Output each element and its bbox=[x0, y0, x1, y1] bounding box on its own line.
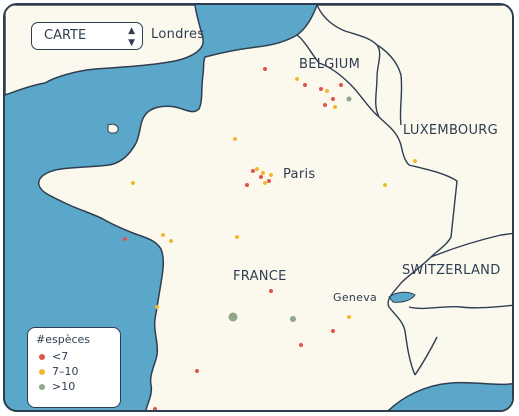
border-belgium-france bbox=[296, 34, 380, 118]
map-point[interactable] bbox=[245, 183, 249, 187]
points-7-10 bbox=[131, 77, 417, 319]
border-switzerland-north bbox=[430, 232, 512, 258]
label-londres: Londres bbox=[151, 27, 205, 42]
map-point[interactable] bbox=[131, 181, 135, 185]
map-frame[interactable]: CARTE ▲▼ Londres BELGIUM LUXEMBOURG Pari… bbox=[3, 3, 514, 412]
legend-item-label: <7 bbox=[52, 350, 69, 363]
select-arrows-icon: ▲▼ bbox=[128, 26, 135, 48]
legend-item: <7 bbox=[36, 349, 112, 364]
legend-item-label: 7–10 bbox=[52, 365, 79, 378]
map-point[interactable] bbox=[123, 237, 127, 241]
map-point[interactable] bbox=[303, 83, 307, 87]
legend-dot-icon bbox=[39, 383, 45, 390]
map-point[interactable] bbox=[269, 173, 273, 177]
map-point[interactable] bbox=[155, 305, 159, 309]
map-point[interactable] bbox=[299, 343, 303, 347]
label-belgium: BELGIUM bbox=[299, 57, 361, 72]
points-lt7 bbox=[123, 67, 343, 411]
border-france-switzerland bbox=[387, 256, 432, 376]
map-point[interactable] bbox=[169, 239, 173, 243]
england-landmass bbox=[5, 5, 204, 96]
legend-items: <7 7–10 >10 bbox=[36, 349, 112, 394]
map-select-value: CARTE bbox=[44, 28, 87, 43]
map-point[interactable] bbox=[413, 159, 417, 163]
map-point[interactable] bbox=[346, 96, 352, 102]
border-italy bbox=[414, 336, 438, 376]
map-point[interactable] bbox=[323, 103, 327, 107]
legend-item-label: >10 bbox=[52, 380, 76, 393]
channel-island bbox=[107, 123, 119, 134]
mediterranean-sea bbox=[388, 381, 512, 410]
map-point[interactable] bbox=[331, 329, 335, 333]
label-geneva: Geneva bbox=[333, 291, 378, 304]
map-point[interactable] bbox=[228, 312, 238, 322]
map-point[interactable] bbox=[333, 105, 337, 109]
map-point[interactable] bbox=[233, 137, 237, 141]
map-point[interactable] bbox=[153, 407, 157, 411]
legend-item: 7–10 bbox=[36, 364, 112, 379]
legend-item: >10 bbox=[36, 379, 112, 394]
map-point[interactable] bbox=[161, 233, 165, 237]
points-gt10 bbox=[228, 96, 352, 322]
map-point[interactable] bbox=[295, 77, 299, 81]
map-point[interactable] bbox=[195, 369, 199, 373]
legend: #espèces <7 7–10 >10 bbox=[27, 327, 121, 408]
border-luxembourg bbox=[378, 116, 410, 166]
map-point[interactable] bbox=[331, 97, 335, 101]
legend-dot-icon bbox=[39, 353, 45, 360]
label-paris: Paris bbox=[283, 167, 316, 182]
map-point[interactable] bbox=[339, 83, 343, 87]
map-point[interactable] bbox=[290, 316, 296, 322]
map-point[interactable] bbox=[347, 315, 351, 319]
label-switzerland: SWITZERLAND bbox=[402, 263, 501, 278]
legend-dot-icon bbox=[39, 368, 45, 375]
border-germany-east bbox=[376, 44, 403, 126]
map-select[interactable]: CARTE ▲▼ bbox=[31, 22, 143, 50]
map-point[interactable] bbox=[319, 87, 323, 91]
map-point[interactable] bbox=[263, 67, 267, 71]
border-switzerland-south bbox=[408, 304, 512, 310]
label-luxembourg: LUXEMBOURG bbox=[403, 123, 498, 138]
map-point[interactable] bbox=[325, 89, 329, 93]
border-france-germany bbox=[408, 164, 458, 258]
map-point[interactable] bbox=[251, 169, 255, 173]
map-point[interactable] bbox=[235, 235, 239, 239]
label-france: FRANCE bbox=[233, 269, 287, 284]
map-point[interactable] bbox=[263, 181, 267, 185]
map-point[interactable] bbox=[267, 179, 271, 183]
map-point[interactable] bbox=[261, 171, 265, 175]
map-point[interactable] bbox=[259, 175, 263, 179]
map-point[interactable] bbox=[269, 289, 273, 293]
legend-title: #espèces bbox=[36, 333, 91, 346]
map-point[interactable] bbox=[383, 183, 387, 187]
map-point[interactable] bbox=[255, 167, 259, 171]
lake-geneva bbox=[388, 291, 416, 303]
